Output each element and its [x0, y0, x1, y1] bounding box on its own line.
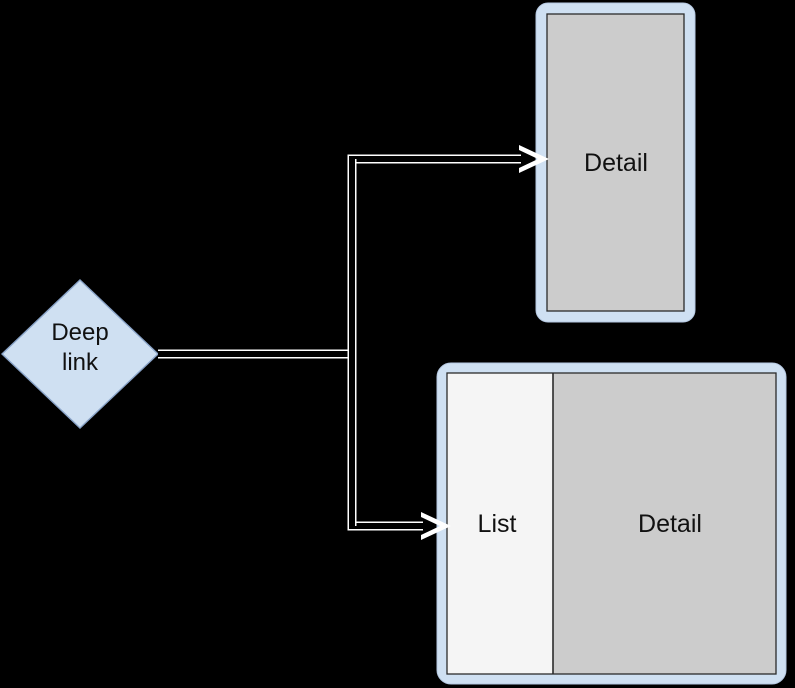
deep-link-diamond-shape	[0, 279, 160, 429]
tablet-detail-pane	[553, 373, 776, 674]
phone-screen	[546, 13, 685, 312]
node-phone-detail[interactable]	[535, 2, 696, 323]
tablet-list-pane	[447, 373, 553, 674]
node-tablet-list-detail[interactable]	[436, 362, 787, 685]
node-deep-link[interactable]	[0, 279, 160, 429]
